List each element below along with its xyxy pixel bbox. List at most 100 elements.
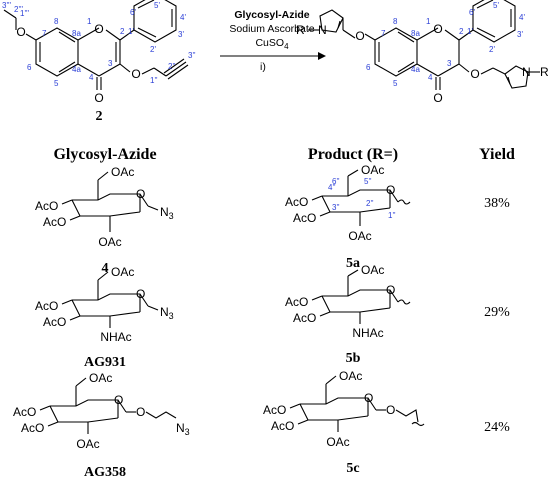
- product-triazole-n-left: N: [318, 23, 327, 37]
- product-atom-o-ring: O: [433, 22, 442, 36]
- num-3: 3: [108, 59, 113, 68]
- column-header-product: Product (R=): [308, 146, 398, 163]
- num-2pp: 2'': [168, 62, 176, 71]
- reagent-cuso4: CuSO4: [255, 37, 289, 51]
- num-3pp: 3'': [188, 51, 196, 60]
- product-num-6: 6: [366, 63, 371, 72]
- oac-2-label: OAc: [76, 437, 99, 451]
- reagent-sodium-ascorbate: Sodium Ascorbate: [229, 23, 314, 35]
- num-1ppp: 1''': [20, 9, 30, 18]
- num-1: 1: [87, 17, 92, 26]
- product-num-4a: 4a: [411, 65, 420, 74]
- product-r-right: R: [540, 65, 549, 79]
- num-2p: 2': [150, 45, 156, 54]
- product-label-5c: 5c: [346, 461, 359, 476]
- num-3p: 3': [178, 30, 184, 39]
- product-num-5p: 5': [493, 1, 499, 10]
- num-2pp: 2'': [366, 199, 374, 208]
- compound-2-structure: O O O O 7 8 8a 1 2 3 4 4a 5 6 1' 2' 3' 4…: [2, 0, 196, 124]
- num-6p: 6': [130, 8, 136, 17]
- yield-5c: 24%: [484, 420, 510, 435]
- product-structure: N R N R O O O O 7 8 8a 1 2 3 4 4a 5 6 1'…: [296, 0, 549, 105]
- product-num-4: 4: [428, 73, 433, 82]
- num-8: 8: [54, 17, 59, 26]
- product-atom-o-carbonyl: O: [433, 91, 442, 105]
- aco-3-label: AcO: [43, 315, 66, 329]
- atom-o-carbonyl: O: [94, 91, 103, 105]
- product-num-8a: 8a: [411, 29, 420, 38]
- num-3ppp: 3''': [2, 1, 12, 10]
- num-5: 5: [54, 79, 59, 88]
- oac-2-label: OAc: [326, 435, 349, 449]
- aco-4-label: AcO: [263, 403, 286, 417]
- product-num-5: 5: [393, 79, 398, 88]
- nhac-2-label: NHAc: [100, 330, 131, 344]
- ring-o-label: O: [386, 283, 395, 297]
- row-1: OAc AcO AcO OAc O N3 4 OAc AcO AcO OAc O…: [35, 163, 510, 276]
- ring-o-label: O: [136, 187, 145, 201]
- sugar-structure-5a: OAc AcO AcO OAc O 6'' 5'' 4'' 3'' 2'' 1'…: [285, 163, 411, 243]
- compound-2-label: 2: [96, 109, 103, 124]
- n3-label: N3: [160, 205, 174, 221]
- oac-6-label: OAc: [339, 369, 362, 383]
- product-num-1: 1: [426, 17, 431, 26]
- num-1p: 1': [128, 27, 134, 36]
- sugar-structure-5b: OAc AcO AcO NHAc O: [285, 263, 411, 340]
- n3-label: N3: [160, 305, 174, 321]
- aco-3-label: AcO: [293, 211, 316, 225]
- oac-6-label: OAc: [361, 263, 384, 277]
- linker-o-label: O: [386, 403, 395, 417]
- aco-4-label: AcO: [35, 299, 58, 313]
- atom-o-3: O: [131, 67, 140, 81]
- n3-label: N3: [176, 421, 190, 437]
- ring-o-label: O: [136, 287, 145, 301]
- num-4pp: 4'': [328, 183, 336, 192]
- product-label-5b: 5b: [346, 351, 361, 366]
- num-5pp: 5'': [364, 177, 372, 186]
- atom-o-ring: O: [94, 22, 103, 36]
- num-3pp: 3'': [332, 203, 340, 212]
- num-1pp: 1'': [150, 76, 158, 85]
- aco-4-label: AcO: [35, 199, 58, 213]
- num-2ppp: 2''': [14, 5, 24, 14]
- compound-label-4: 4: [102, 261, 109, 276]
- num-5p: 5': [154, 1, 160, 10]
- num-1pp: 1'': [388, 211, 396, 220]
- sugar-structure-4: OAc AcO AcO OAc O N3: [35, 165, 174, 249]
- num-4a: 4a: [72, 65, 81, 74]
- linker-o-label: O: [136, 405, 145, 419]
- ring-o-label: O: [114, 393, 123, 407]
- product-num-7: 7: [381, 29, 386, 38]
- aco-4-label: AcO: [285, 295, 308, 309]
- oac-6-label: OAc: [111, 265, 134, 279]
- compound-label-ag931: AG931: [84, 355, 126, 370]
- product-atom-o-3: O: [470, 67, 479, 81]
- aco-3-label: AcO: [271, 419, 294, 433]
- product-num-2p: 2': [489, 45, 495, 54]
- oac-2-label: OAc: [98, 235, 121, 249]
- product-num-1p: 1': [467, 27, 473, 36]
- aco-3-label: AcO: [21, 421, 44, 435]
- nhac-2-label: NHAc: [352, 326, 383, 340]
- aco-3-label: AcO: [293, 311, 316, 325]
- product-num-4p: 4': [519, 13, 525, 22]
- aco-4-label: AcO: [13, 405, 36, 419]
- sugar-structure-ag931: OAc AcO AcO NHAc O N3: [35, 265, 174, 344]
- compound-label-ag358: AG358: [84, 465, 126, 480]
- reagent-glycosyl-azide: Glycosyl-Azide: [234, 9, 309, 21]
- aco-3-label: AcO: [43, 215, 66, 229]
- row-3: OAc AcO AcO OAc O O N3 AG358 OAc AcO AcO…: [13, 369, 510, 480]
- reaction-arrow: Glycosyl-Azide Sodium Ascorbate CuSO4 i): [220, 9, 326, 73]
- product-label-5a: 5a: [346, 256, 360, 271]
- product-r-left: R: [296, 23, 305, 37]
- product-num-2: 2: [459, 27, 464, 36]
- product-atom-o-7: O: [355, 29, 364, 43]
- product-num-3: 3: [447, 59, 452, 68]
- oac-6-label: OAc: [111, 165, 134, 179]
- num-7: 7: [42, 29, 47, 38]
- num-4p: 4': [180, 13, 186, 22]
- oac-2-label: OAc: [348, 229, 371, 243]
- sugar-structure-ag358: OAc AcO AcO OAc O O N3: [13, 371, 190, 451]
- yield-5a: 38%: [484, 196, 510, 211]
- product-triazole-n-right: N: [522, 65, 531, 79]
